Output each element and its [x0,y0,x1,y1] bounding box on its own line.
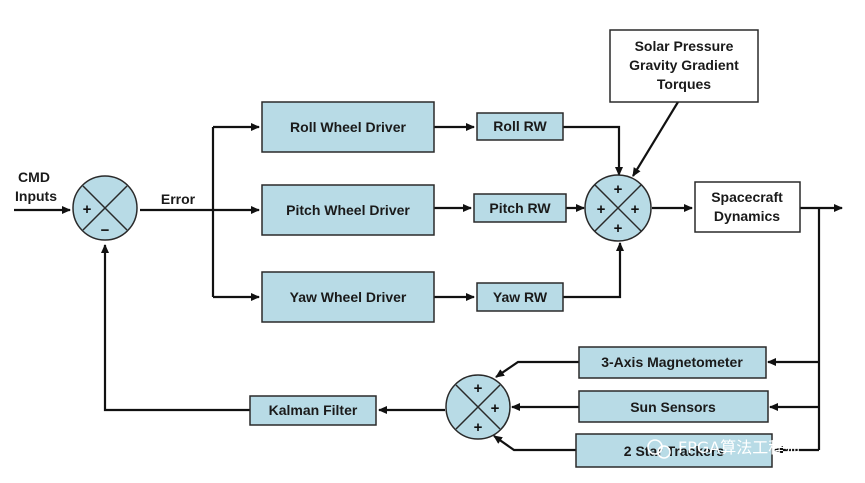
magnetometer-block: 3-Axis Magnetometer [578,346,767,379]
disturbance-line-2: Gravity Gradient [629,57,739,73]
roll-rw-to-sum-arrow [563,125,623,176]
watermark-text: FPGA算法工程师 [678,438,800,457]
sum2-plus-right: + [631,201,640,218]
roll-wheel-driver-label: Roll Wheel Driver [290,119,406,135]
yaw-wheel-driver-block: Yaw Wheel Driver [261,271,435,323]
sun-sensors-label: Sun Sensors [630,399,716,415]
pitch-rw-block: Pitch RW [473,193,567,223]
yaw-rw-label: Yaw RW [493,289,548,305]
star-trackers-label: 2 Star Trackers [624,443,725,459]
pitch-wheel-driver-block: Pitch Wheel Driver [261,184,435,236]
pitch-rw-label: Pitch RW [489,200,551,216]
kalman-feedback-arrow [101,244,250,412]
sum2-plus-bottom: + [614,220,623,237]
star-trackers-to-sum-arrow [493,435,576,452]
sun-sensors-block: Sun Sensors [578,390,769,423]
spacecraft-dynamics-block: Spacecraft Dynamics [694,181,801,233]
disturbance-to-sum-arrow [632,101,679,177]
error-summing-junction: + − [72,175,138,241]
yaw-rw-to-sum-arrow [563,242,624,299]
sum3-plus-top: + [474,380,483,397]
watermark: FPGA算法工程师 [647,438,800,459]
dynamics-line-1: Spacecraft [711,189,783,205]
sensor-summing-junction: + + + [445,374,511,440]
sum2-plus-left: + [597,201,606,218]
roll-rw-block: Roll RW [476,112,564,141]
pitch-wheel-driver-label: Pitch Wheel Driver [286,202,410,218]
disturbance-line-1: Solar Pressure [635,38,734,54]
sum3-plus-bottom: + [474,419,483,436]
kalman-filter-block: Kalman Filter [249,395,377,426]
connections [14,101,843,454]
roll-wheel-driver-block: Roll Wheel Driver [261,101,435,153]
yaw-rw-block: Yaw RW [476,282,564,312]
sum1-minus: − [101,222,110,239]
sum2-plus-top: + [614,181,623,198]
cmd-inputs-line-1: CMD [18,169,50,185]
disturbance-torques-block: Solar Pressure Gravity Gradient Torques [609,29,759,103]
disturbance-line-3: Torques [657,76,711,92]
star-trackers-block: 2 Star Trackers [575,433,773,468]
sum3-plus-right: + [491,400,500,417]
sum1-plus: + [83,201,92,218]
magnetometer-to-sum-arrow [495,360,579,378]
dynamics-line-2: Dynamics [714,208,780,224]
cmd-inputs-line-2: Inputs [15,188,57,204]
kalman-filter-label: Kalman Filter [269,402,358,418]
magnetometer-label: 3-Axis Magnetometer [601,354,743,370]
roll-rw-label: Roll RW [493,118,547,134]
torque-summing-junction: + + + + [584,174,652,242]
error-label: Error [161,191,196,207]
yaw-wheel-driver-label: Yaw Wheel Driver [290,289,407,305]
